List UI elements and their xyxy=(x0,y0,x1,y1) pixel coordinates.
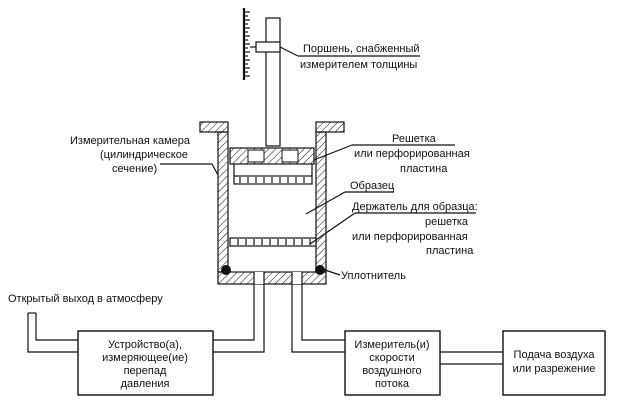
svg-text:пластина: пластина xyxy=(400,163,448,175)
svg-text:Образец: Образец xyxy=(350,180,395,192)
svg-text:давления: давления xyxy=(121,378,170,390)
pressure-device-box: Устройство(а), измеряющее(ие) перепад да… xyxy=(77,330,214,396)
air-supply-box: Подача воздуха или разрежение xyxy=(502,330,606,396)
sample-holder-grid xyxy=(229,237,317,247)
seal-left xyxy=(221,265,231,275)
svg-text:скорости: скорости xyxy=(369,352,414,364)
piston-head-grid xyxy=(229,147,315,185)
thickness-gauge-scale xyxy=(242,8,250,80)
svg-text:Подача воздуха: Подача воздуха xyxy=(514,349,596,361)
svg-text:Измерительная камера: Измерительная камера xyxy=(70,135,191,147)
svg-text:измеряющее(ие): измеряющее(ие) xyxy=(102,352,188,364)
chamber-flange xyxy=(199,121,345,133)
svg-text:Измеритель(и): Измеритель(и) xyxy=(354,339,429,351)
svg-text:воздушного: воздушного xyxy=(362,365,421,377)
labels: Поршень, снабженный измерителем толщины … xyxy=(8,43,478,305)
svg-text:потока: потока xyxy=(375,378,410,390)
svg-text:или перфорированная: или перфорированная xyxy=(352,231,468,243)
svg-text:пластина: пластина xyxy=(426,245,474,257)
svg-text:Решетка: Решетка xyxy=(392,133,437,145)
svg-text:Открытый выход в атмосферу: Открытый выход в атмосферу xyxy=(8,293,163,305)
piston-rod xyxy=(250,17,281,147)
svg-text:перепад: перепад xyxy=(124,365,167,377)
svg-text:решетка: решетка xyxy=(425,216,469,228)
pipes xyxy=(27,284,503,365)
svg-text:Держатель для образца:: Держатель для образца: xyxy=(352,201,478,213)
flow-meter-box: Измеритель(и) скорости воздушного потока xyxy=(344,330,441,396)
chamber-bottom xyxy=(217,265,327,285)
seal-right xyxy=(315,265,325,275)
svg-text:или разрежение: или разрежение xyxy=(513,363,596,375)
leader-lines xyxy=(160,46,476,276)
svg-text:Устройство(а),: Устройство(а), xyxy=(108,339,182,351)
svg-text:Поршень, снабженный: Поршень, снабженный xyxy=(303,43,420,55)
svg-text:сечение): сечение) xyxy=(112,163,157,175)
svg-text:измерителем толщины: измерителем толщины xyxy=(300,59,417,71)
svg-text:Уплотнитель: Уплотнитель xyxy=(341,270,406,282)
svg-text:(цилиндрическое: (цилиндрическое xyxy=(100,149,188,161)
svg-text:или перфорированная: или перфорированная xyxy=(354,148,470,160)
